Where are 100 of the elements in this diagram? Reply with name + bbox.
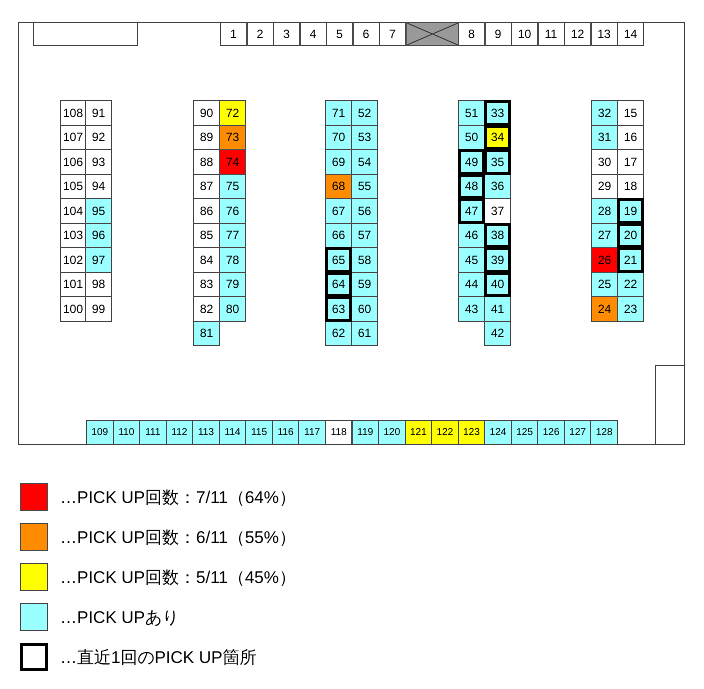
booth-cell: 63 [325,296,352,322]
booth-cell: 72 [219,100,246,126]
booth-cell: 114 [218,420,246,445]
legend-text: …PICK UP回数：7/11（64%） [60,487,296,509]
booth-cell: 116 [272,420,300,445]
booth-cell: 79 [219,272,246,297]
booth-cell: 117 [298,420,326,445]
booth-cell: 73 [219,124,246,150]
booth-cell: 15 [617,100,644,126]
booth-cell: 21 [617,247,644,272]
booth-cell: 56 [351,198,378,224]
legend-text: …PICK UP回数：5/11（45%） [60,567,296,589]
booth-cell: 28 [591,198,618,224]
booth-cell: 97 [85,247,112,272]
booth-cell: 111 [139,420,167,445]
booth-cell: 123 [458,420,486,445]
booth-cell: 124 [484,420,512,445]
booth-cell: 122 [431,420,459,445]
booth-cell: 42 [484,320,511,346]
booth-cell: 108 [60,100,86,126]
booth-cell: 14 [617,22,644,46]
booth-cell: 67 [325,198,352,224]
booth-cell: 52 [351,100,378,126]
booth-cell: 11 [538,22,564,46]
booth-cell: 12 [564,22,591,46]
booth-cell: 74 [219,149,246,174]
booth-cell: 19 [617,198,644,224]
booth-cell: 65 [325,247,352,272]
booth-cell: 119 [352,420,379,445]
booth-cell: 4 [300,22,326,46]
booth-cell: 32 [591,100,618,126]
legend-text: …PICK UP回数：6/11（55%） [60,527,296,549]
booth-cell: 121 [404,420,432,445]
booth-cell: 77 [219,222,246,248]
booth-cell: 13 [590,22,618,46]
booth-cell: 125 [510,420,538,445]
booth-cell: 26 [591,247,618,272]
booth-cell: 95 [85,198,112,224]
floor-outline [18,22,685,445]
booth-cell: 34 [484,124,511,150]
booth-cell: 55 [351,174,378,199]
booth-cell: 35 [484,149,511,174]
booth-cell: 120 [378,420,406,445]
booth-cell: 104 [60,198,86,224]
booth-cell: 9 [484,22,512,46]
booth-cell: 96 [85,222,112,248]
booth-cell: 45 [458,247,485,272]
booth-cell: 81 [193,320,220,346]
booth-cell: 33 [484,100,511,126]
booth-cell: 110 [112,420,140,445]
booth-cell: 127 [564,420,592,445]
booth-cell: 47 [458,198,485,224]
booth-cell: 109 [86,420,114,445]
legend-text: …PICK UPあり [60,607,180,629]
booth-cell: 24 [591,296,618,322]
booth-cell: 100 [60,296,86,322]
booth-cell: 71 [325,100,352,126]
booth-cell: 8 [458,22,485,46]
booth-cell: 43 [458,296,485,322]
booth-cell: 91 [85,100,112,126]
booth-cell: 64 [325,272,352,297]
booth-cell: 53 [351,124,378,150]
booth-cell: 39 [484,247,511,272]
booth-cell: 3 [273,22,300,46]
booth-cell: 38 [484,222,511,248]
booth-cell: 1 [220,22,247,46]
booth-cell: 113 [192,420,220,445]
blank-box [655,365,685,445]
booth-cell: 23 [617,296,644,322]
blank-box [33,22,138,46]
crossed-out-box [406,22,458,46]
booth-cell: 126 [537,420,565,445]
booth-cell: 40 [484,272,511,297]
booth-cell: 80 [219,296,246,322]
booth-cell: 118 [324,420,352,445]
booth-cell: 7 [379,22,406,46]
booth-cell: 10 [511,22,538,46]
booth-cell: 57 [351,222,378,248]
booth-cell: 115 [245,420,273,445]
booth-cell: 61 [351,320,378,346]
booth-cell: 5 [326,22,353,46]
booth-cell: 76 [219,198,246,224]
booth-cell: 90 [193,100,220,126]
booth-cell: 20 [617,222,644,248]
booth-cell: 54 [351,149,378,174]
booth-cell: 78 [219,247,246,272]
booth-cell: 99 [85,296,112,322]
booth-cell: 41 [484,296,511,322]
booth-cell: 128 [590,420,618,445]
booth-cell: 48 [458,174,485,199]
booth-cell: 58 [351,247,378,272]
booth-cell: 49 [458,149,485,174]
booth-cell: 6 [352,22,380,46]
booth-cell: 112 [166,420,194,445]
booth-cell: 51 [458,100,485,126]
booth-cell: 69 [325,149,352,174]
booth-cell: 60 [351,296,378,322]
legend-text: …直近1回のPICK UP箇所 [60,647,256,669]
booth-cell: 75 [219,174,246,199]
booth-cell: 2 [246,22,274,46]
